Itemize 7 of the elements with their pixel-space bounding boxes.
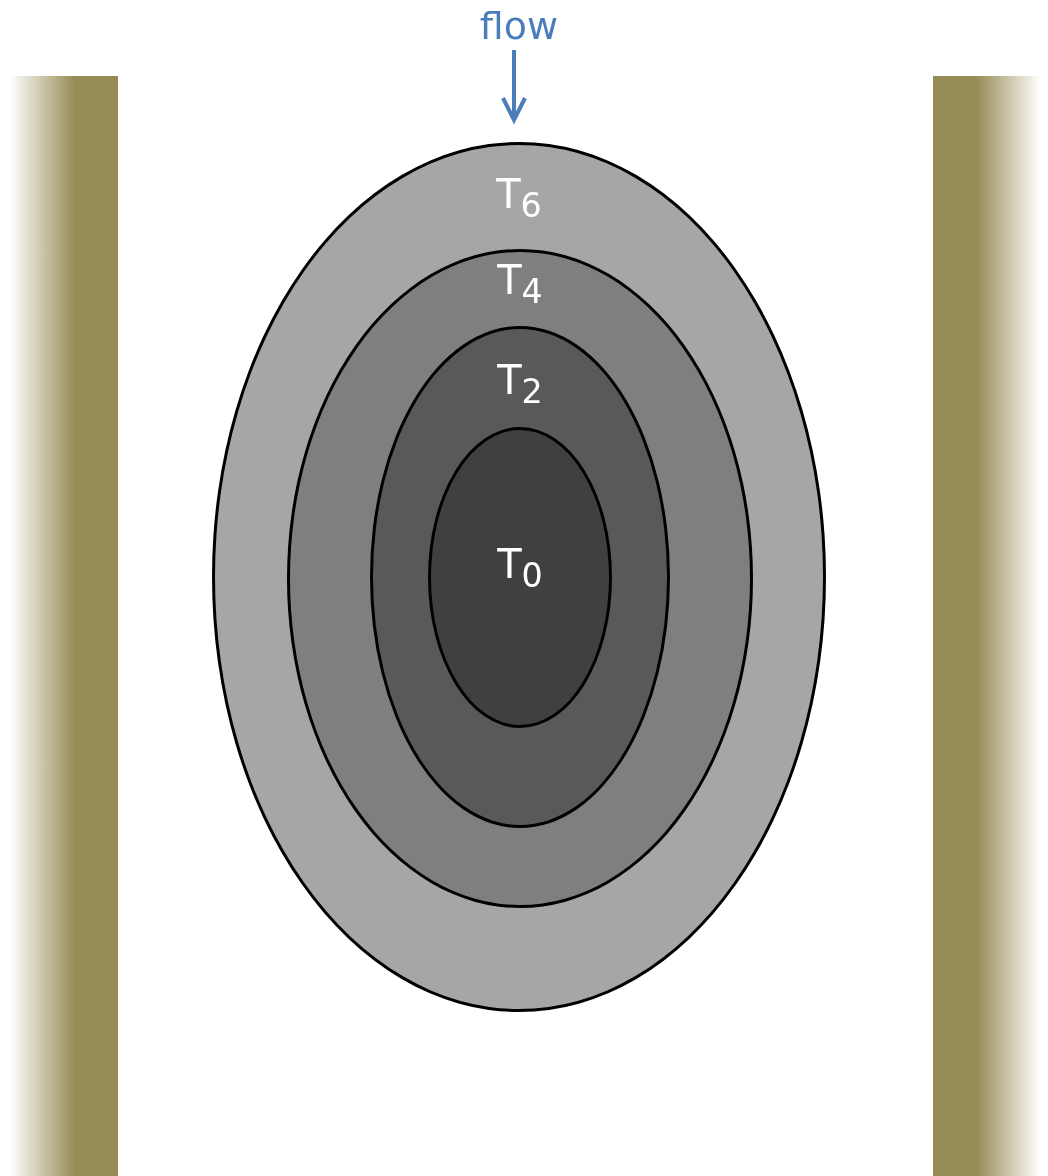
temperature-label: T$_{2}$ bbox=[497, 358, 543, 413]
temperature-label: T$_{4}$ bbox=[497, 258, 543, 313]
pipe-wall bbox=[10, 76, 118, 1176]
temperature-label: T$_{6}$ bbox=[496, 172, 542, 227]
flow-label: flow bbox=[479, 4, 559, 48]
temperature-label: T$_{0}$ bbox=[497, 542, 543, 597]
pipe-wall bbox=[933, 76, 1041, 1176]
